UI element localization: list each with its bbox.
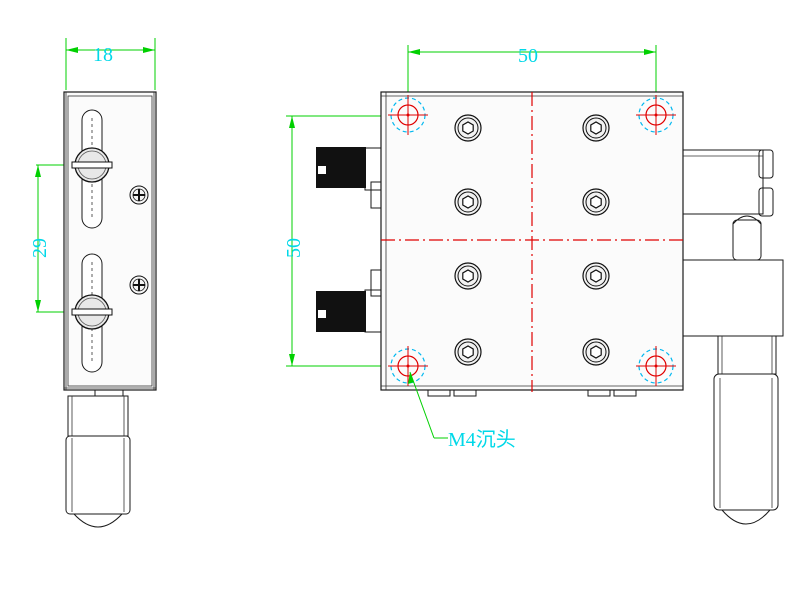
bottom-tab-2 xyxy=(453,389,477,397)
bottom-tab-3 xyxy=(587,389,611,397)
top-view: 50 50 xyxy=(283,45,784,525)
dim-18: 18 xyxy=(65,38,156,90)
hex-screw-group xyxy=(454,114,610,366)
clamp-block-upper xyxy=(316,147,382,209)
countersunk-hole-icon xyxy=(636,95,676,135)
hex-socket-screw-icon xyxy=(582,114,610,142)
hex-socket-screw-icon xyxy=(454,114,482,142)
side-view: 18 29 xyxy=(29,38,157,528)
phillips-screw-lower-icon xyxy=(129,275,149,295)
hex-socket-screw-icon xyxy=(582,338,610,366)
hole-note-leader: M4沉头 xyxy=(408,371,516,451)
dim-50-h-label: 50 xyxy=(518,45,538,67)
dim-18-label: 18 xyxy=(93,44,113,66)
clamp-block-lower xyxy=(316,269,382,333)
dim-50-horizontal: 50 xyxy=(407,45,657,115)
dim-29: 29 xyxy=(29,164,90,313)
hex-socket-screw-icon xyxy=(454,338,482,366)
hole-note-label: M4沉头 xyxy=(448,428,516,451)
countersunk-hole-icon xyxy=(388,95,428,135)
bottom-tab-4 xyxy=(613,389,637,397)
hex-socket-screw-icon xyxy=(582,188,610,216)
countersunk-hole-group xyxy=(388,95,676,386)
hex-socket-screw-icon xyxy=(454,262,482,290)
slot-screw-lower-icon xyxy=(71,294,113,330)
right-micrometer-assembly xyxy=(682,149,784,525)
dim-29-label: 29 xyxy=(29,238,51,258)
hex-socket-screw-icon xyxy=(582,262,610,290)
dim-50-v-label: 50 xyxy=(283,238,305,258)
countersunk-hole-icon xyxy=(388,346,428,386)
countersunk-hole-icon xyxy=(636,346,676,386)
bottom-tab-1 xyxy=(427,389,451,397)
slot-screw-upper-icon xyxy=(71,147,113,183)
side-body xyxy=(63,91,157,391)
side-micrometer xyxy=(65,389,131,528)
hex-socket-screw-icon xyxy=(454,188,482,216)
phillips-screw-upper-icon xyxy=(129,185,149,205)
